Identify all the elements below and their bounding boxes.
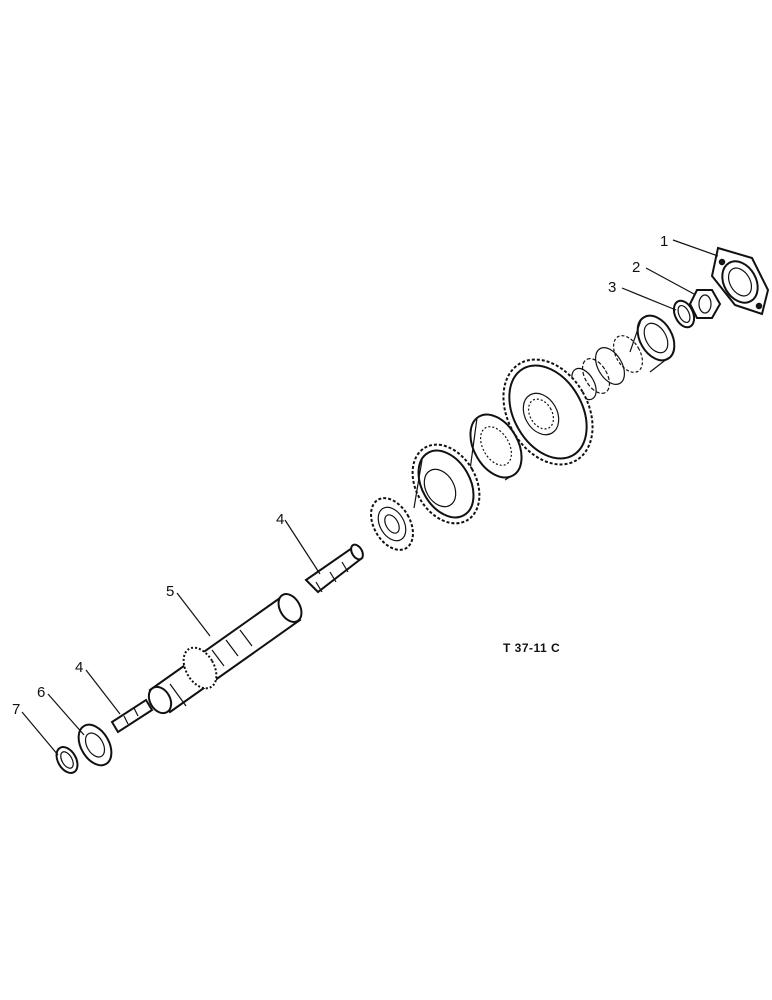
part-bearing-retainer-plate <box>710 246 770 316</box>
part-double-gear <box>411 443 481 525</box>
part-nut <box>688 289 722 319</box>
part-spline-sleeve-lower <box>110 698 154 734</box>
callout-5: 5 <box>166 583 174 600</box>
callout-1: 1 <box>660 233 668 250</box>
part-main-shaft <box>147 593 303 715</box>
part-small-gear <box>370 497 414 551</box>
part-lower-bearing <box>77 723 113 767</box>
leader-lines <box>21 239 719 756</box>
callout-7: 7 <box>12 701 20 718</box>
callout-2: 2 <box>632 259 640 276</box>
callout-4-upper: 4 <box>276 511 284 528</box>
part-sliding-hub <box>469 413 523 481</box>
callout-6: 6 <box>37 684 45 701</box>
part-spline-sleeve-upper <box>304 543 364 594</box>
part-washer <box>672 299 696 329</box>
part-spacer-rings <box>571 335 644 401</box>
callout-3: 3 <box>608 279 616 296</box>
part-snap-ring <box>55 746 79 774</box>
diagram-reference-code: T 37-11 C <box>503 641 560 655</box>
callout-4-lower: 4 <box>75 659 83 676</box>
part-large-gear <box>502 358 594 466</box>
part-tapered-bearing-upper <box>629 314 676 373</box>
